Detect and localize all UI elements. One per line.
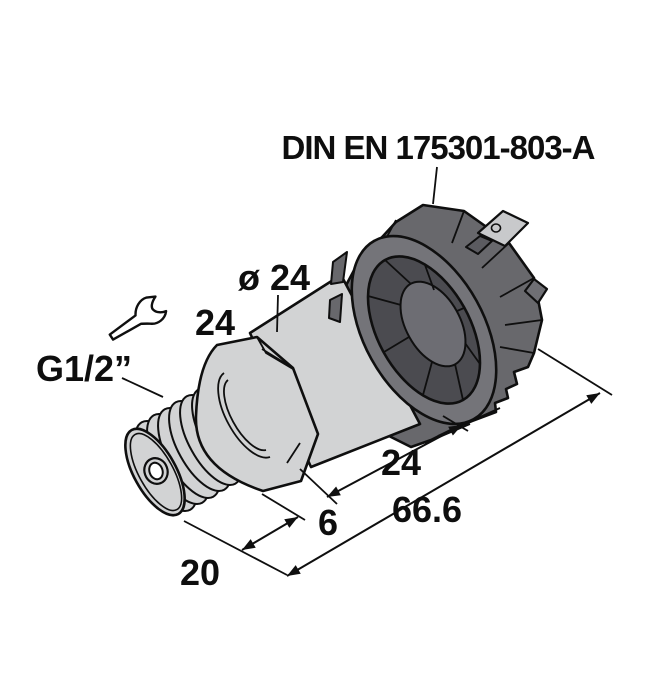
diameter-leader-line	[276, 294, 279, 333]
pressure-port-face	[124, 427, 186, 517]
dimension-connector-section: 24	[381, 442, 421, 483]
wrench-size-label: 24	[195, 302, 235, 343]
din-leader-line	[432, 166, 438, 205]
terminal-blade-side	[523, 277, 549, 305]
dimension-thread-length: 20	[180, 552, 220, 593]
dimension-line-hex-length	[241, 516, 299, 551]
process-connection-label: G1/2”	[36, 348, 132, 389]
dimension-hex-length: 6	[318, 502, 338, 543]
diameter-label: ø 24	[238, 257, 310, 298]
dimension-overall-length: 66.6	[392, 489, 462, 530]
standard-label: DIN EN 175301-803-A	[282, 129, 595, 166]
terminal-blade-top	[476, 209, 530, 248]
port-hole	[148, 461, 164, 481]
connector-ribs	[367, 259, 481, 401]
connector-terminals	[465, 209, 549, 305]
terminal-hole	[490, 223, 502, 233]
wrench-icon	[108, 295, 168, 341]
thread-leader-line	[121, 377, 164, 398]
dimension-line-overall-length	[286, 392, 601, 577]
terminal-support	[465, 235, 493, 255]
connector-ring-teeth	[328, 251, 348, 323]
